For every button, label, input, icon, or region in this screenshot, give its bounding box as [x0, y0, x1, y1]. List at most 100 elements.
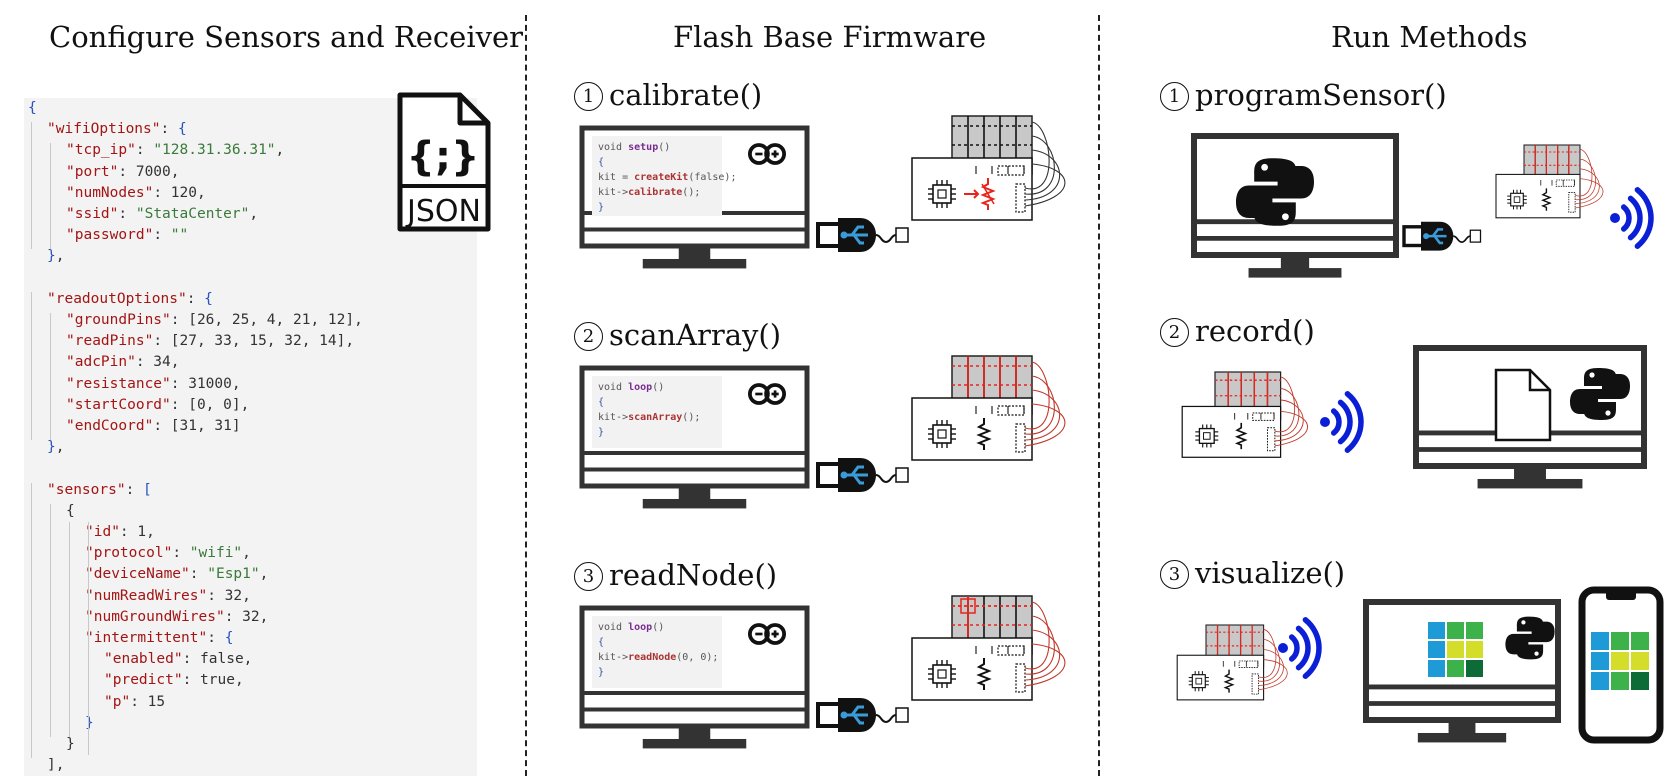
- usb-symbol: [844, 225, 868, 245]
- json-token: "numGroundWires": [85, 608, 225, 625]
- connector: [997, 405, 1025, 416]
- wire: [1575, 168, 1600, 205]
- chip-core: [937, 669, 947, 679]
- code-token: }: [598, 427, 604, 438]
- python-eye: [1282, 213, 1289, 221]
- code-token: {: [598, 637, 604, 648]
- json-token: : [27, 33, 15, 32, 14],: [153, 333, 355, 350]
- wire: [1274, 376, 1295, 433]
- resistor-icon: [976, 658, 992, 690]
- wire: [1258, 639, 1281, 682]
- json-line: "readoutOptions": {: [47, 289, 213, 310]
- heatmap-cell: [1591, 672, 1609, 690]
- chip-body: [932, 664, 952, 684]
- code-token: loop: [628, 382, 652, 393]
- code-line: void loop(): [598, 622, 664, 633]
- json-line: "numGroundWires": 32,: [85, 607, 268, 628]
- heatmap-cell: [1428, 622, 1445, 639]
- heatmap-cell: [1466, 622, 1483, 639]
- json-token: }: [66, 736, 75, 752]
- code-line: void loop(): [598, 382, 664, 393]
- header-configure: Configure Sensors and Receiver: [49, 20, 523, 54]
- wire: [1575, 178, 1604, 209]
- resistor-icon: [1541, 188, 1552, 211]
- monitor-neck: [1280, 255, 1310, 271]
- python-half: [1236, 158, 1296, 218]
- python-half: [1516, 621, 1555, 660]
- monitor-base: [642, 738, 747, 749]
- json-token: : 1,: [119, 524, 155, 540]
- json-token: {: [66, 502, 75, 519]
- code-token: calibrate: [628, 186, 682, 198]
- arrow-icon: [964, 189, 980, 199]
- file-icon-fold: [1528, 370, 1550, 392]
- json-token: :: [118, 206, 136, 222]
- json-file-icon: {;} JSON: [397, 92, 491, 232]
- python-eye: [1261, 163, 1268, 171]
- indent-guide: [88, 652, 89, 716]
- resistor-icon: [976, 418, 992, 450]
- json-token: "numReadWires": [85, 587, 208, 604]
- json-line: }: [85, 713, 94, 734]
- json-line: "port": 7000,: [66, 162, 180, 183]
- json-token: "enabled": [104, 651, 183, 668]
- python-eye: [1589, 372, 1595, 378]
- chip-core: [937, 429, 947, 439]
- json-line: {: [66, 501, 75, 522]
- usb-icon: [816, 458, 909, 492]
- heatmap-cell: [1631, 672, 1649, 690]
- monitor-neck: [1514, 466, 1546, 482]
- chip-icon: [928, 420, 956, 448]
- json-token: }: [47, 248, 56, 265]
- monitor-base: [642, 498, 747, 509]
- json-token: :: [189, 566, 208, 583]
- json-token: "wifiOptions": [47, 121, 161, 138]
- json-token: "protocol": [85, 545, 173, 562]
- wifi-arc: [1288, 634, 1300, 662]
- json-token: {: [224, 630, 234, 646]
- heatmap-cell: [1611, 632, 1629, 650]
- sensor-assembly: [911, 355, 1066, 461]
- json-line: {: [28, 98, 37, 119]
- arduino-icon: [764, 143, 786, 165]
- json-token: :: [153, 227, 171, 244]
- monitor-base: [642, 258, 747, 269]
- section-divider-left: [525, 15, 527, 776]
- connector: [1015, 423, 1026, 453]
- chip-body: [932, 424, 952, 444]
- json-token: ,: [55, 248, 65, 265]
- json-token: : [0, 0],: [170, 396, 250, 413]
- connector: [1266, 427, 1276, 452]
- code-box: [592, 616, 722, 688]
- json-token: "adcPin": [66, 354, 136, 371]
- usb-symbol: [1426, 228, 1447, 245]
- json-token: }: [85, 714, 94, 731]
- json-token: :: [135, 142, 154, 159]
- python-icon: [1236, 158, 1314, 226]
- json-token: : 31000,: [170, 375, 241, 392]
- json-token: "128.31.36.31": [153, 142, 276, 159]
- wifi-arc: [1337, 399, 1353, 445]
- run-illustration-1: [1191, 133, 1654, 278]
- json-line: "groundPins": [26, 25, 4, 21, 12],: [66, 310, 363, 331]
- json-token: }: [47, 439, 56, 456]
- json-token: : 120,: [153, 184, 206, 201]
- json-token: "numNodes": [66, 184, 154, 201]
- code-line: }: [598, 667, 604, 678]
- chip-core: [1203, 432, 1211, 440]
- code-token: kit->: [598, 412, 628, 423]
- usb-port: [1469, 229, 1482, 243]
- code-token: void: [598, 142, 628, 153]
- usb-plug: [816, 222, 842, 248]
- chip-core: [1195, 677, 1203, 685]
- json-token: ,: [242, 545, 251, 562]
- code-box: [592, 136, 722, 216]
- json-line: "sensors": [: [47, 480, 152, 501]
- indent-guide: [31, 482, 32, 759]
- connector: [1015, 663, 1026, 693]
- heatmap-cell: [1591, 652, 1609, 670]
- chip-body: [1198, 427, 1215, 444]
- sensor-assembly: [911, 115, 1066, 221]
- json-token: :: [207, 630, 225, 646]
